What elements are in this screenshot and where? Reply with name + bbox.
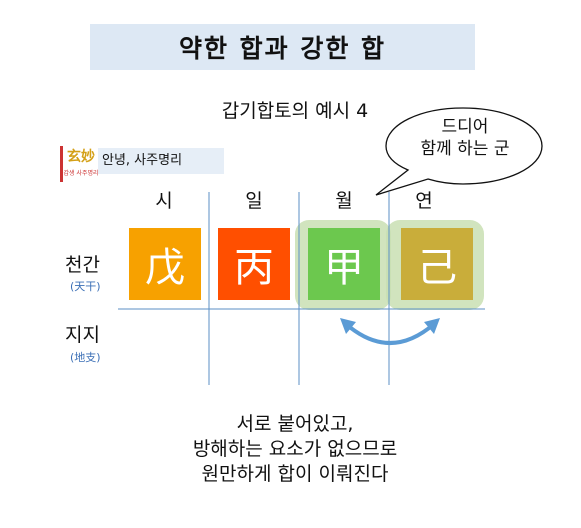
row-sub-stem: (天干): [70, 280, 101, 293]
arrow-head-right: [424, 318, 440, 334]
brand-logo: 玄妙 갑생 사주명리: [60, 146, 99, 182]
stem-char-wol: 甲: [324, 245, 364, 291]
logo-main: 玄妙: [67, 149, 95, 165]
caption-line-2: 방해하는 요소가 없으므로: [192, 438, 398, 461]
bubble-line-1: 드디어: [441, 117, 489, 137]
col-label-yeon: 연: [415, 190, 433, 212]
caption-line-3: 원만하게 합이 이뤄진다: [201, 463, 389, 486]
row-label-stem: 천간: [65, 254, 100, 276]
stem-char-il: 丙: [234, 245, 274, 291]
col-label-wol: 월: [335, 190, 353, 212]
stem-char-si: 戊: [145, 245, 185, 291]
row-sub-branch: (地支): [70, 351, 101, 364]
subtitle: 갑기합토의 예시 4: [221, 100, 369, 122]
arrow-head-left: [340, 318, 356, 334]
stem-char-yeon: 己: [417, 245, 457, 291]
col-label-si: 시: [155, 190, 173, 212]
stem-cell-si: 戊: [129, 228, 201, 300]
caption-line-1: 서로 붙어있고,: [236, 413, 354, 435]
brand-label: 안녕, 사주명리: [98, 148, 224, 174]
logo-sub: 갑생 사주명리: [63, 170, 99, 178]
page-title: 약한 합과 강한 합: [90, 24, 475, 70]
bubble-text: 드디어 함께 하는 군: [395, 116, 535, 160]
caption: 서로 붙어있고, 방해하는 요소가 없으므로 원만하게 합이 이뤄진다: [100, 412, 490, 487]
bubble-line-2: 함께 하는 군: [420, 139, 510, 160]
stem-cell-il: 丙: [218, 228, 290, 300]
stem-cell-yeon: 己: [401, 228, 473, 300]
connect-arrow: [344, 322, 436, 345]
page-title-text: 약한 합과 강한 합: [178, 34, 387, 63]
speech-bubble: [375, 107, 543, 196]
col-label-il: 일: [245, 190, 263, 212]
stem-cell-wol: 甲: [308, 228, 380, 300]
row-label-branch: 지지: [65, 324, 100, 346]
